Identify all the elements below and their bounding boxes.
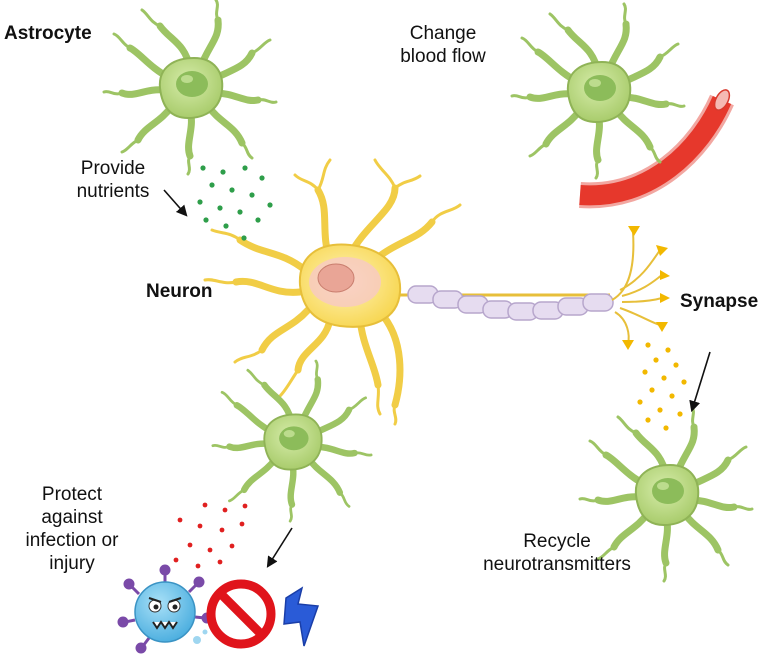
protect-dot	[229, 543, 235, 549]
nutrient-dot	[223, 223, 229, 229]
neurotransmitter-dot	[665, 347, 671, 353]
nutrient-dots	[197, 165, 273, 241]
neurotransmitter-dots	[637, 342, 687, 431]
prohibit-icon	[206, 579, 276, 649]
label-line: infection or	[25, 530, 119, 551]
label-line: blood flow	[400, 46, 486, 67]
nutrient-dot	[255, 217, 261, 223]
nutrient-dot	[209, 182, 215, 188]
astrocyte-top-left	[102, 0, 278, 176]
label-synapse: Synapse	[680, 291, 759, 312]
axon-terminals	[611, 231, 663, 345]
arrow-nutrients	[163, 189, 188, 217]
myelin-sheath	[407, 285, 614, 321]
protect-dot	[187, 542, 193, 548]
protect-dot	[173, 557, 179, 563]
nutrient-dot	[220, 169, 226, 175]
neurotransmitter-dot	[645, 342, 651, 348]
nutrient-dot	[242, 165, 248, 171]
label-line: injury	[49, 553, 95, 574]
protect-dot	[219, 527, 225, 533]
protect-dot	[239, 521, 245, 527]
neurotransmitter-dot	[657, 407, 663, 413]
arrows	[163, 189, 711, 568]
protect-dot	[197, 523, 203, 529]
lightning-icon	[283, 586, 320, 647]
protect-dot	[217, 559, 223, 565]
nutrient-dot	[237, 209, 243, 215]
neurotransmitter-dot	[673, 362, 679, 368]
label-line: nutrients	[76, 181, 150, 202]
neuron	[203, 158, 670, 426]
nutrient-dot	[203, 217, 209, 223]
nutrient-dot	[259, 175, 265, 181]
neurotransmitter-dot	[649, 387, 655, 393]
neurotransmitter-dot	[663, 425, 669, 431]
arrow-protect	[266, 527, 293, 568]
neurotransmitter-dot	[669, 393, 675, 399]
protect-dot	[177, 517, 183, 523]
label-line: Recycle	[523, 531, 591, 552]
neurotransmitter-dot	[653, 357, 659, 363]
nutrient-dot	[217, 205, 223, 211]
astrocyte-bottom-left	[211, 359, 373, 523]
nutrient-dot	[200, 165, 206, 171]
label-line: neurotransmitters	[483, 554, 631, 575]
astrocyte-bottom-right	[578, 405, 754, 583]
label-line: against	[41, 507, 103, 528]
nutrient-dot	[241, 235, 247, 241]
nutrient-dot	[249, 192, 255, 198]
nutrient-dot	[229, 187, 235, 193]
nutrient-dot	[267, 202, 273, 208]
protect-dot	[222, 507, 228, 513]
astrocyte-top-right	[510, 2, 686, 180]
arrow-synapse	[689, 351, 711, 413]
protect-dot	[207, 547, 213, 553]
neurotransmitter-dot	[637, 399, 643, 405]
protect-dots	[173, 502, 248, 569]
neurotransmitter-dot	[642, 369, 648, 375]
protect-dot	[242, 503, 248, 509]
protect-dot	[202, 502, 208, 508]
label-neuron: Neuron	[146, 281, 213, 302]
blood-vessel	[579, 89, 734, 209]
label-line: Protect	[41, 484, 103, 505]
nutrient-dot	[197, 199, 203, 205]
label-line: Provide	[80, 158, 146, 179]
virus-icon	[117, 564, 213, 654]
label-line: Change	[409, 23, 477, 44]
neurotransmitter-dot	[661, 375, 667, 381]
protect-dot	[195, 563, 201, 569]
neurotransmitter-dot	[677, 411, 683, 417]
label-astrocyte: Astrocyte	[4, 23, 92, 44]
neurotransmitter-dot	[681, 379, 687, 385]
neurotransmitter-dot	[645, 417, 651, 423]
